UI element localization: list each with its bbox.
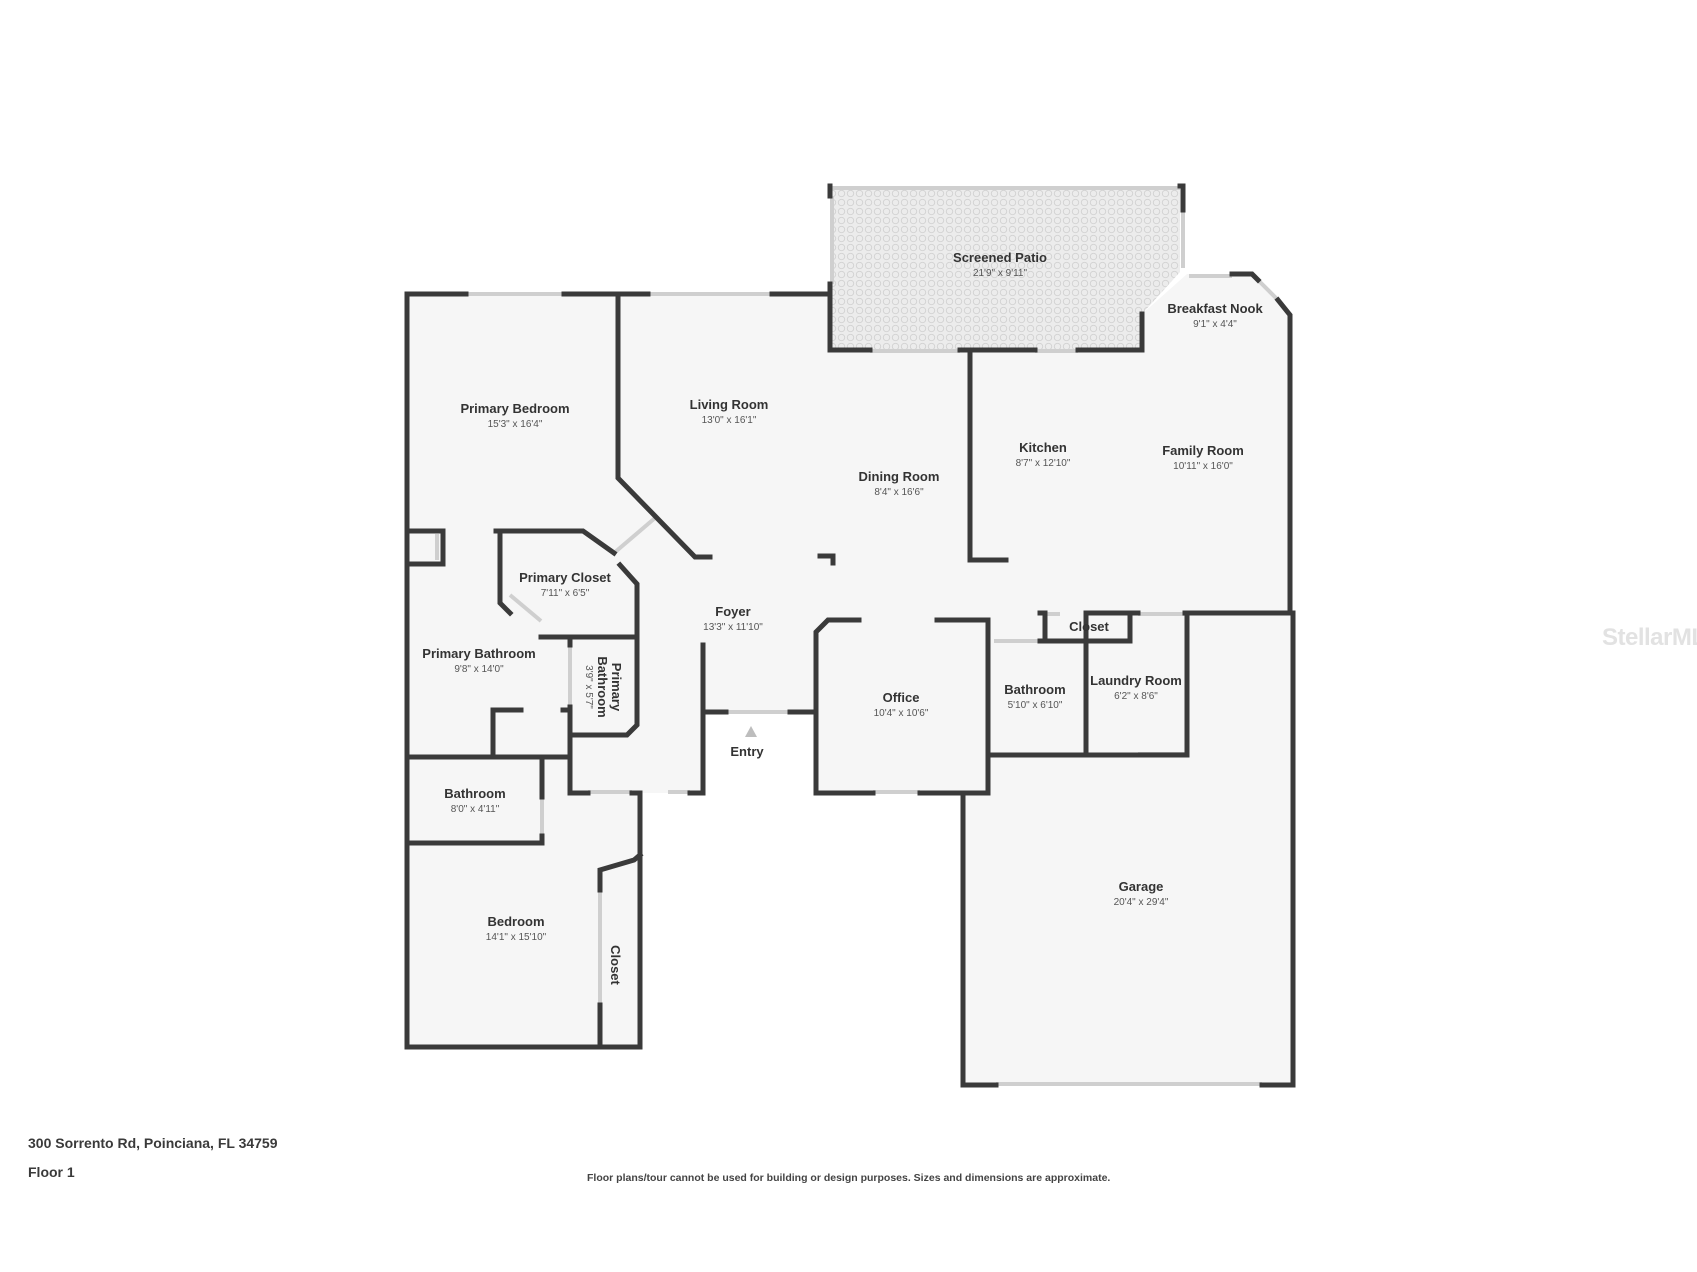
primary-bathroom-small-label: Primary Bathroom 3'9" x 5'7" (583, 656, 624, 717)
room-dims-laundry-room: 6'2" x 8'6" (1114, 691, 1158, 702)
floor-fills (407, 188, 1293, 1085)
room-name-entry: Entry (730, 744, 764, 759)
room-dims-primary-bathroom-small: 3'9" x 5'7" (583, 665, 594, 709)
room-name-office: Office (883, 690, 920, 705)
garage-floor (963, 613, 1293, 1085)
room-name-screened-patio: Screened Patio (953, 250, 1047, 265)
room-dims-living-room: 13'0" x 16'1" (702, 415, 757, 426)
room-name-laundry-room: Laundry Room (1090, 673, 1182, 688)
room-name-breakfast-nook: Breakfast Nook (1167, 301, 1263, 316)
floor-label: Floor 1 (28, 1164, 75, 1180)
walls (404, 183, 1296, 1088)
room-name-bedroom: Bedroom (487, 914, 544, 929)
room-dims-kitchen: 8'7" x 12'10" (1016, 458, 1071, 469)
room-dims-family-room: 10'11" x 16'0" (1173, 461, 1233, 472)
room-dims-garage: 20'4" x 29'4" (1114, 897, 1169, 908)
room-name-primary-bedroom: Primary Bedroom (460, 401, 569, 416)
room-name-bathroom: Bathroom (444, 786, 505, 801)
room-name-primary-bathroom-small-2: Bathroom (595, 656, 610, 717)
room-name-primary-closet: Primary Closet (519, 570, 611, 585)
room-dims-primary-closet: 7'11" x 6'5" (541, 588, 590, 599)
room-dims-screened-patio: 21'9" x 9'11" (973, 268, 1028, 279)
room-dims-foyer: 13'3" x 11'10" (703, 622, 763, 633)
room-name-closet-laundry: Closet (1069, 619, 1109, 634)
room-dims-primary-bathroom: 9'8" x 14'0" (454, 664, 504, 675)
room-name-closet-bedroom: Closet (608, 945, 623, 985)
room-name-family-room: Family Room (1162, 443, 1244, 458)
room-dims-primary-bedroom: 15'3" x 16'4" (488, 419, 543, 430)
room-dims-dining-room: 8'4" x 16'6" (874, 487, 924, 498)
entry-arrow-icon (745, 726, 757, 737)
room-name-bathroom-hall: Bathroom (1004, 682, 1065, 697)
bedroom-closet-label: Closet (608, 945, 623, 985)
room-name-dining-room: Dining Room (859, 469, 940, 484)
room-dims-bedroom: 14'1" x 15'10" (486, 932, 547, 943)
patio-floor (832, 188, 1180, 350)
room-name-garage: Garage (1119, 879, 1164, 894)
disclaimer-text: Floor plans/tour cannot be used for buil… (587, 1172, 1111, 1184)
room-name-primary-bathroom: Primary Bathroom (422, 646, 535, 661)
stellarmls-watermark: StellarMLS (1602, 624, 1697, 651)
room-dims-office: 10'4" x 10'6" (874, 708, 929, 719)
room-dims-breakfast-nook: 9'1" x 4'4" (1193, 319, 1237, 330)
room-name-foyer: Foyer (715, 604, 750, 619)
room-name-kitchen: Kitchen (1019, 440, 1067, 455)
room-name-living-room: Living Room (690, 397, 769, 412)
property-address: 300 Sorrento Rd, Poinciana, FL 34759 (28, 1135, 278, 1151)
room-labels: Screened Patio 21'9" x 9'11" Breakfast N… (422, 250, 1263, 986)
room-name-primary-bathroom-small-1: Primary (609, 663, 624, 712)
room-dims-bathroom-hall: 5'10" x 6'10" (1008, 700, 1063, 711)
room-dims-bathroom: 8'0" x 4'11" (451, 804, 500, 815)
